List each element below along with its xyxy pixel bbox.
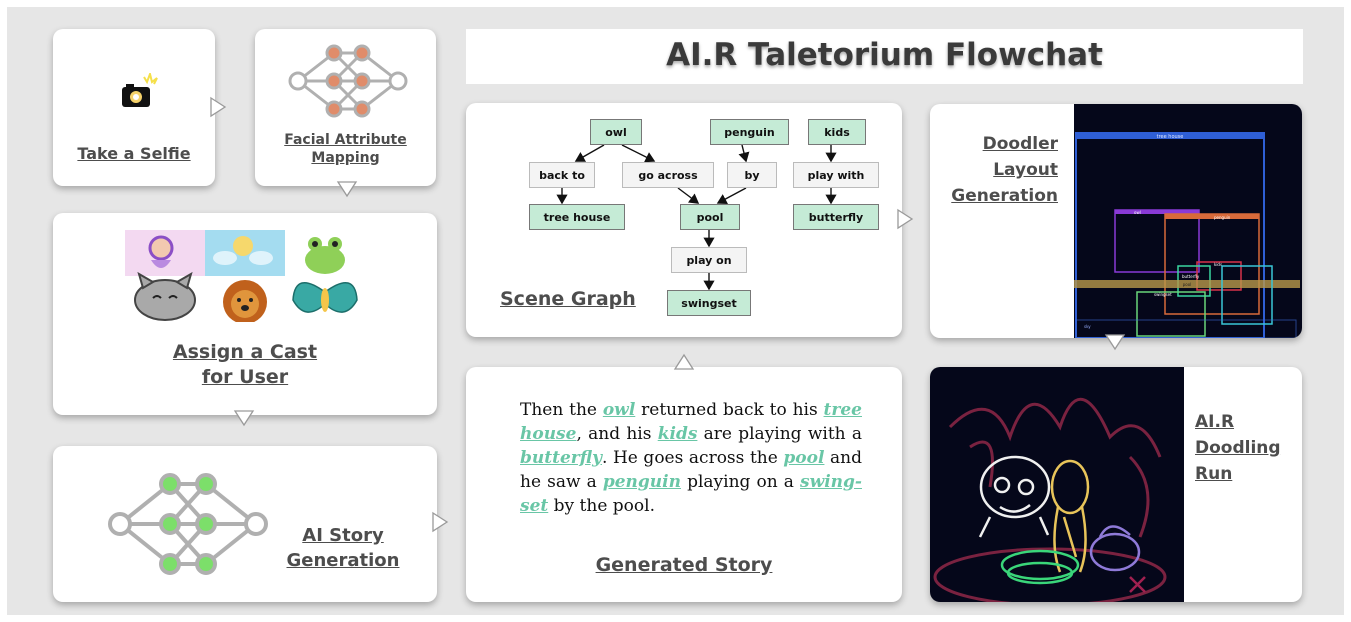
page-title: AI.R Taletorium Flowchat	[666, 37, 1103, 73]
doodler-layout-card: Doodler Layout Generation tree house owl…	[930, 104, 1302, 338]
scene-node-go-across: go across	[622, 162, 714, 188]
ai-story-label-line1: AI Story	[302, 525, 384, 546]
scene-node-penguin: penguin	[710, 119, 789, 145]
title-banner: AI.R Taletorium Flowchat	[466, 29, 1303, 84]
doodler-label-line1: Doodler	[982, 134, 1058, 154]
scene-node-back-to: back to	[529, 162, 595, 188]
keyword-kids: kids	[657, 424, 698, 444]
doodler-label-line3: Generation	[951, 186, 1058, 206]
assign-cast-label-line2: for User	[201, 366, 289, 388]
frog-icon	[305, 237, 345, 274]
facial-attribute-label: Facial Attribute Mapping	[284, 132, 407, 166]
keyword-butterfly: butterfly	[520, 448, 602, 468]
lion-icon	[223, 280, 267, 322]
neural-network-icon	[288, 44, 408, 118]
svg-text:pool: pool	[1183, 282, 1192, 287]
doodling-label-line3: Run	[1195, 464, 1233, 484]
keyword-penguin: penguin	[602, 472, 681, 492]
scene-graph-edges	[556, 144, 837, 291]
scene-graph-label: Scene Graph	[500, 288, 636, 310]
winged-fairy-icon	[233, 236, 253, 256]
arrow-story-gen-to-story	[432, 511, 449, 533]
keyword-swing-set: swing-set	[520, 472, 862, 516]
take-selfie-label: Take a Selfie	[77, 144, 191, 163]
scene-node-butterfly: butterfly	[793, 204, 879, 230]
arrow-selfie-to-facial	[210, 96, 227, 118]
neural-network-icon	[108, 473, 268, 575]
svg-text:sky: sky	[1084, 324, 1091, 329]
ai-story-generation-card: AI Story Generation	[53, 446, 437, 602]
keyword-owl: owl	[602, 400, 636, 420]
svg-text:tree house: tree house	[1157, 134, 1184, 140]
keyword-tree-house: tree house	[520, 400, 862, 444]
scene-graph-card: owl penguin kids back to go across by pl…	[466, 103, 902, 337]
arrow-facial-to-cast	[336, 181, 358, 198]
svg-text:kids: kids	[1214, 262, 1222, 267]
doodle-drawing-image	[930, 367, 1184, 602]
generated-story-text: Then the owl returned back to his tree h…	[520, 400, 862, 516]
doodling-run-card: AI.R Doodling Run	[930, 367, 1302, 602]
doodler-label-line2: Layout	[993, 160, 1058, 180]
generated-story-label: Generated Story	[595, 554, 773, 576]
doodling-label-line1: AI.R	[1195, 412, 1235, 432]
svg-text:owl: owl	[1134, 210, 1141, 215]
doodling-label-line2: Doodling	[1195, 438, 1281, 458]
scene-node-play-on: play on	[671, 247, 747, 273]
scene-node-by: by	[727, 162, 777, 188]
facial-attribute-card: Facial Attribute Mapping	[255, 29, 436, 186]
svg-text:butterfly: butterfly	[1182, 274, 1200, 279]
generated-story-card	[466, 367, 902, 602]
cast-characters-image	[125, 230, 365, 322]
butterfly-character-icon	[292, 282, 358, 313]
scene-node-kids: kids	[808, 119, 866, 145]
svg-text:penguin: penguin	[1214, 215, 1231, 220]
assign-cast-label-line1: Assign a Cast	[172, 341, 318, 363]
assign-cast-card: Assign a Cast for User	[53, 213, 437, 415]
scene-node-tree-house: tree house	[529, 204, 625, 230]
scene-node-play-with: play with	[793, 162, 879, 188]
scene-node-pool: pool	[680, 204, 740, 230]
scene-node-swingset: swingset	[667, 290, 751, 316]
fairy-girl-icon	[148, 235, 174, 261]
ai-story-label-line2: Generation	[286, 550, 400, 571]
svg-text:swingset: swingset	[1154, 292, 1172, 297]
arrow-scene-graph-to-doodler	[897, 208, 914, 230]
arrow-doodler-to-doodling-run	[1104, 334, 1126, 351]
camera-flash-icon	[122, 73, 158, 107]
take-selfie-card: Take a Selfie	[53, 29, 215, 186]
layout-bounding-boxes-image: tree house owl penguin kids butterfly po…	[1074, 104, 1302, 338]
cat-icon	[134, 271, 196, 321]
keyword-pool: pool	[783, 448, 825, 468]
arrow-story-to-scene-graph	[673, 353, 695, 370]
scene-node-owl: owl	[590, 119, 642, 145]
arrow-cast-to-story-gen	[233, 410, 255, 427]
